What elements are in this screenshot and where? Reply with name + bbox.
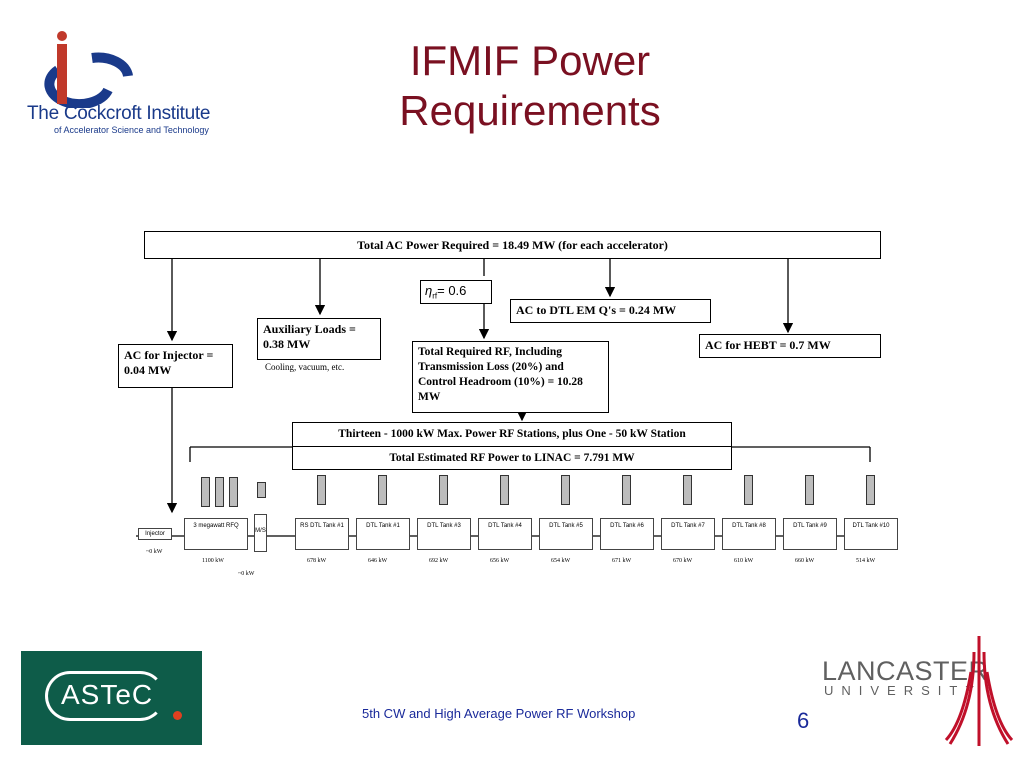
eta-symbol: η xyxy=(425,283,433,298)
astec-ring-icon xyxy=(45,671,165,721)
dtl-tank-block: DTL Tank #7 xyxy=(661,518,715,550)
page-number: 6 xyxy=(797,708,810,733)
dtl-tank-power: 646 kW xyxy=(368,558,388,564)
lancaster-wordmark: LANCASTER xyxy=(822,656,989,686)
injector-ac-box: AC for Injector = 0.04 MW xyxy=(118,344,233,388)
dtl-tank-klystron xyxy=(317,475,326,505)
rfq-klystron-2 xyxy=(215,477,224,507)
dtl-tank-klystron xyxy=(378,475,387,505)
slide-title: IFMIF Power Requirements xyxy=(330,36,730,136)
dtl-tank-klystron xyxy=(805,475,814,505)
dtl-tank-klystron xyxy=(500,475,509,505)
auxiliary-note: Cooling, vacuum, etc. xyxy=(265,362,345,372)
cockcroft-emblem-icon xyxy=(44,31,133,110)
dtl-tank-block: DTL Tank #9 xyxy=(783,518,837,550)
power-flow-diagram: Total AC Power Required = 18.49 MW (for … xyxy=(118,222,898,582)
dtl-tank-klystron xyxy=(866,475,875,505)
dtl-emq-box: AC to DTL EM Q's = 0.24 MW xyxy=(510,299,711,323)
title-line-2: Requirements xyxy=(399,87,661,134)
mebt-block: M/S xyxy=(254,514,267,552)
total-ac-power-box: Total AC Power Required = 18.49 MW (for … xyxy=(144,231,881,259)
title-line-1: IFMIF Power xyxy=(409,37,651,84)
footer-workshop: 5th CW and High Average Power RF Worksho… xyxy=(362,706,636,721)
rf-stations-box: Thirteen - 1000 kW Max. Power RF Station… xyxy=(292,422,732,470)
dtl-tank-power: 654 kW xyxy=(551,558,571,564)
cockcroft-subtitle: of Accelerator Science and Technology xyxy=(54,125,209,135)
dtl-tank-block: DTL Tank #10 xyxy=(844,518,898,550)
dtl-tank-power: 514 kW xyxy=(856,558,876,564)
rfq-block: 3 megawatt RFQ xyxy=(184,518,248,550)
injector-block: Injector xyxy=(138,528,172,540)
hebt-box: AC for HEBT = 0.7 MW xyxy=(699,334,881,358)
stations-text: Thirteen - 1000 kW Max. Power RF Station… xyxy=(293,423,731,447)
rfq-klystron-1 xyxy=(201,477,210,507)
dtl-tank-block: DTL Tank #3 xyxy=(417,518,471,550)
university-wordmark: UNIVERSITY xyxy=(824,683,983,698)
mebt-power: ~0 kW xyxy=(238,571,255,577)
dtl-tank-block: RS DTL Tank #1 xyxy=(295,518,349,550)
eta-subscript: rf xyxy=(432,291,438,301)
dtl-tank-power: 671 kW xyxy=(612,558,632,564)
eta-value: = 0.6 xyxy=(437,283,467,298)
dtl-tank-power: 670 kW xyxy=(673,558,693,564)
dtl-tank-block: DTL Tank #4 xyxy=(478,518,532,550)
rf-efficiency-box: ηrf= 0.6 xyxy=(420,280,492,304)
dtl-tank-klystron xyxy=(561,475,570,505)
dtl-tank-power: 692 kW xyxy=(429,558,449,564)
mebt-klystron xyxy=(257,482,266,498)
dtl-tank-klystron xyxy=(439,475,448,505)
dtl-tank-block: DTL Tank #5 xyxy=(539,518,593,550)
lancaster-emblem-icon xyxy=(944,636,1014,746)
dtl-tank-klystron xyxy=(622,475,631,505)
linac-power-text: Total Estimated RF Power to LINAC = 7.79… xyxy=(389,452,635,464)
rfq-klystron-3 xyxy=(229,477,238,507)
dtl-tank-block: DTL Tank #8 xyxy=(722,518,776,550)
cockcroft-institute-logo: The Cockcroft Institute of Accelerator S… xyxy=(22,28,222,138)
dtl-tank-power: 660 kW xyxy=(795,558,815,564)
dtl-tank-klystron xyxy=(683,475,692,505)
astec-logo: ASTeC xyxy=(21,651,202,745)
total-rf-box: Total Required RF, Including Transmissio… xyxy=(412,341,609,413)
dtl-tank-power: 610 kW xyxy=(734,558,754,564)
rfq-power: 1100 kW xyxy=(202,558,224,564)
dtl-tank-power: 678 kW xyxy=(307,558,327,564)
injector-power: ~0 kW xyxy=(146,549,163,555)
dtl-tank-block: DTL Tank #1 xyxy=(356,518,410,550)
auxiliary-loads-box: Auxiliary Loads = 0.38 MW xyxy=(257,318,381,360)
dtl-tank-power: 656 kW xyxy=(490,558,510,564)
dtl-tank-block: DTL Tank #6 xyxy=(600,518,654,550)
astec-dot-icon xyxy=(173,711,182,720)
cockcroft-name: The Cockcroft Institute xyxy=(27,103,211,124)
dtl-tank-klystron xyxy=(744,475,753,505)
astec-text: ASTeC xyxy=(61,679,154,710)
